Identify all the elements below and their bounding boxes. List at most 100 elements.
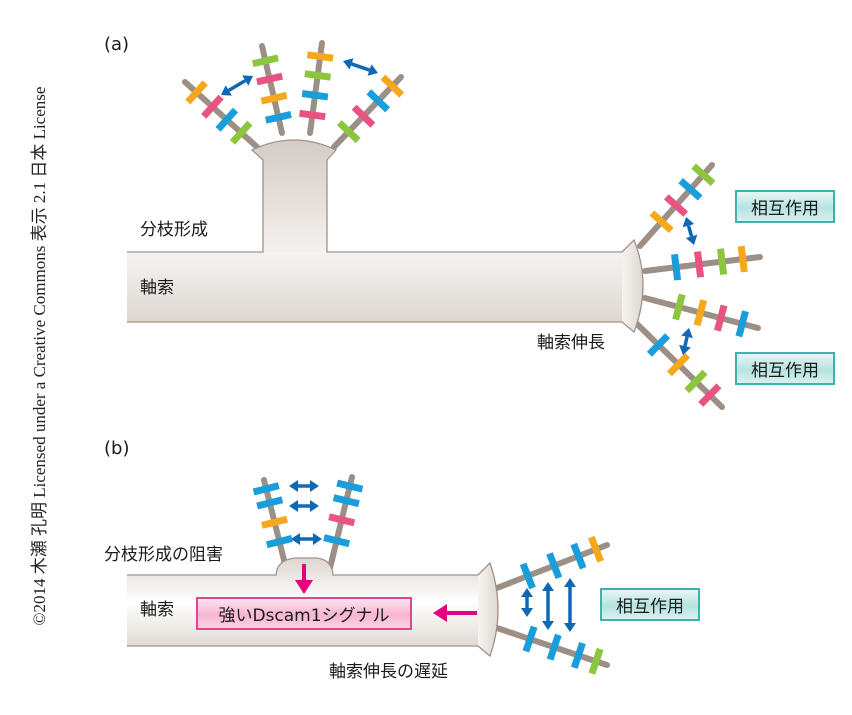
arrow-head xyxy=(295,580,313,594)
isoform-mark-pink xyxy=(201,94,224,119)
signal-box: 強いDscam1シグナル xyxy=(196,597,412,630)
interaction-arrow-b-6 xyxy=(564,578,576,632)
isoform-mark-green xyxy=(717,248,728,275)
arrow-head xyxy=(242,75,253,86)
interaction-arrow-b-4 xyxy=(521,588,533,617)
isoform-mark-orange xyxy=(380,74,405,98)
interaction-arrow-a-1 xyxy=(221,75,253,96)
isoform-mark-green xyxy=(691,163,716,186)
isoform-mark-blue xyxy=(678,178,703,201)
interaction-arrow-b-5 xyxy=(542,582,554,630)
arrow-head xyxy=(221,85,232,96)
arrow-shaft xyxy=(686,225,694,237)
isoform-mark-blue xyxy=(332,494,360,508)
isoform-mark-blue xyxy=(570,542,587,570)
isoform-mark-blue xyxy=(366,89,391,113)
axon-body-a xyxy=(127,140,643,332)
interaction-box-2: 相互作用 xyxy=(735,352,835,385)
arrow-head xyxy=(542,621,554,630)
arrow-head xyxy=(367,64,378,76)
isoform-mark-pink xyxy=(698,383,722,407)
arrow-shaft xyxy=(683,336,689,347)
isoform-mark-pink xyxy=(256,72,284,86)
isoform-mark-green xyxy=(684,369,708,394)
arrow-head xyxy=(682,217,695,228)
arrow-shaft xyxy=(350,62,371,72)
arrow-head xyxy=(521,588,533,597)
isoform-mark-pink xyxy=(299,109,326,121)
isoform-mark-orange xyxy=(666,352,691,377)
elongation-delay-label: 軸索伸長の遅延 xyxy=(329,662,448,682)
branching-inhibition-label: 分枝形成の阻害 xyxy=(104,545,223,565)
isoform-mark-orange xyxy=(260,91,288,105)
isoform-mark-pink xyxy=(663,194,689,217)
isoform-mark-blue xyxy=(522,625,538,653)
isoform-mark-blue xyxy=(264,111,292,124)
arrow-head xyxy=(291,533,300,545)
isoform-mark-blue xyxy=(519,562,536,590)
arrow-head xyxy=(685,234,698,245)
arrow-head xyxy=(679,344,691,355)
isoform-mark-green xyxy=(229,120,253,145)
isoform-mark-blue xyxy=(570,641,586,669)
interaction-arrow-b-3 xyxy=(291,533,322,545)
branching-label: 分枝形成 xyxy=(140,220,208,240)
isoform-mark-blue xyxy=(646,333,671,357)
interaction-box-1: 相互作用 xyxy=(735,190,835,223)
isoform-mark-blue xyxy=(323,534,351,548)
isoform-mark-blue xyxy=(265,535,293,549)
isoform-mark-pink xyxy=(328,513,356,527)
arrow-head xyxy=(521,608,533,617)
axon-outline-b xyxy=(127,557,499,658)
axon-label-b: 軸索 xyxy=(140,600,174,620)
signal-arrow-down xyxy=(295,564,313,594)
isoform-mark-orange xyxy=(588,535,604,563)
isoform-mark-blue xyxy=(256,496,284,510)
arrow-head xyxy=(564,578,576,587)
isoform-mark-orange xyxy=(693,299,708,327)
isoform-mark-blue xyxy=(252,482,280,496)
isoform-mark-pink xyxy=(713,304,728,332)
isoform-mark-blue xyxy=(336,479,364,493)
isoform-mark-green xyxy=(336,120,361,144)
signal-arrow-left xyxy=(433,604,477,622)
arrow-head xyxy=(289,480,298,492)
growth-cone-b xyxy=(478,563,498,656)
interaction-arrow-b-2 xyxy=(289,500,319,512)
isoform-mark-orange xyxy=(261,515,289,529)
elongation-label: 軸索伸長 xyxy=(537,333,605,353)
isoform-mark-pink xyxy=(351,104,376,128)
arrow-head xyxy=(542,582,554,591)
arrow-head xyxy=(433,604,447,622)
isoform-mark-pink xyxy=(694,251,705,278)
arrow-head xyxy=(313,533,322,545)
axon-outline-a xyxy=(127,139,644,334)
axon-label-a: 軸索 xyxy=(140,278,174,298)
license-credit: ©2014 木瀬 孔明 Licensed under a Creative Co… xyxy=(30,86,49,626)
arrow-shaft xyxy=(227,79,247,92)
interaction-box-b: 相互作用 xyxy=(600,588,700,621)
isoform-mark-blue xyxy=(546,633,562,661)
growth-cone-a xyxy=(622,240,643,332)
isoform-mark-green xyxy=(304,70,332,81)
isoform-mark-blue xyxy=(671,253,682,281)
isoform-mark-orange xyxy=(649,210,674,233)
isoform-mark-green xyxy=(672,293,686,321)
isoform-mark-orange xyxy=(306,51,334,62)
isoform-mark-blue xyxy=(215,107,239,132)
isoform-mark-green xyxy=(588,647,604,675)
panel-a-label: (a) xyxy=(104,34,130,55)
arrow-head xyxy=(681,328,693,339)
isoform-mark-green xyxy=(251,54,279,68)
interaction-arrow-a-2 xyxy=(343,58,378,76)
arrow-head xyxy=(310,500,319,512)
branch-stem-a xyxy=(252,140,336,252)
isoform-mark-orange xyxy=(185,80,208,105)
arrow-head xyxy=(289,500,298,512)
isoform-mark-blue xyxy=(301,90,329,101)
arrow-head xyxy=(343,58,354,70)
panel-b-label: (b) xyxy=(104,438,130,459)
interaction-arrow-b-1 xyxy=(289,480,319,492)
